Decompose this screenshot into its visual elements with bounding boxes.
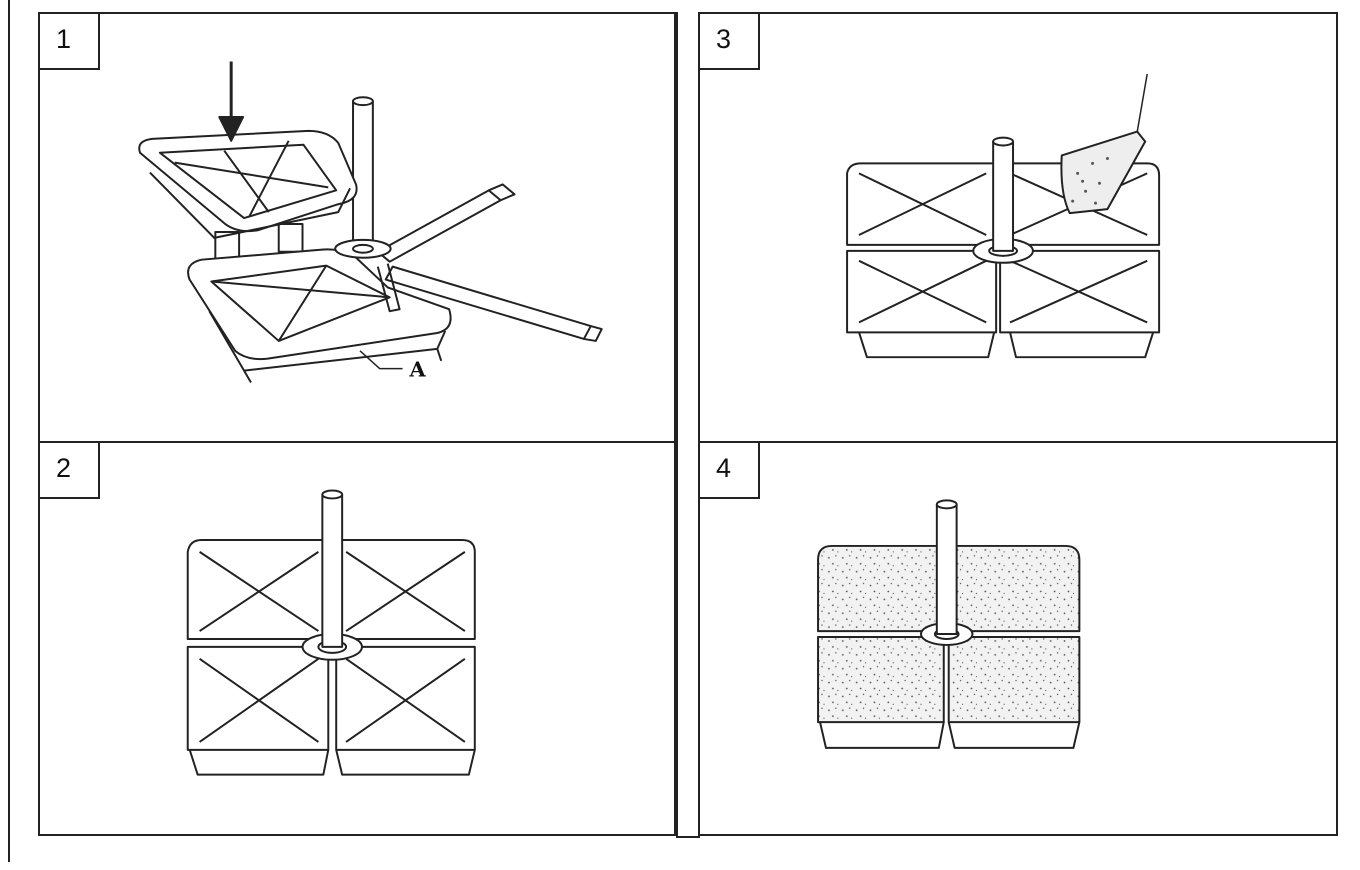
step-number-box: 4	[700, 443, 760, 499]
step-number: 3	[716, 24, 732, 54]
step-2-panel: 2	[38, 441, 676, 836]
column-gap-right-rule	[698, 12, 700, 836]
step-number-box: 1	[40, 14, 100, 70]
step-number: 1	[56, 24, 72, 54]
step-2-illustration	[186, 489, 476, 776]
step-number-box: 3	[700, 14, 760, 70]
step-1-illustration: A	[138, 61, 603, 384]
step-3-illustration	[846, 73, 1161, 359]
step-1-panel: A 1	[38, 12, 676, 443]
step-4-panel: 4	[698, 441, 1338, 836]
column-gap-bottom-rule	[676, 836, 700, 838]
step-number: 2	[56, 453, 72, 483]
step-number: 4	[716, 453, 732, 483]
step-4-illustration	[817, 499, 1081, 749]
step-3-panel: 3	[698, 12, 1338, 443]
callout-a-label: A	[409, 357, 427, 382]
page-left-rule	[8, 0, 10, 862]
column-gap-left-rule	[676, 12, 678, 836]
step-number-box: 2	[40, 443, 100, 499]
